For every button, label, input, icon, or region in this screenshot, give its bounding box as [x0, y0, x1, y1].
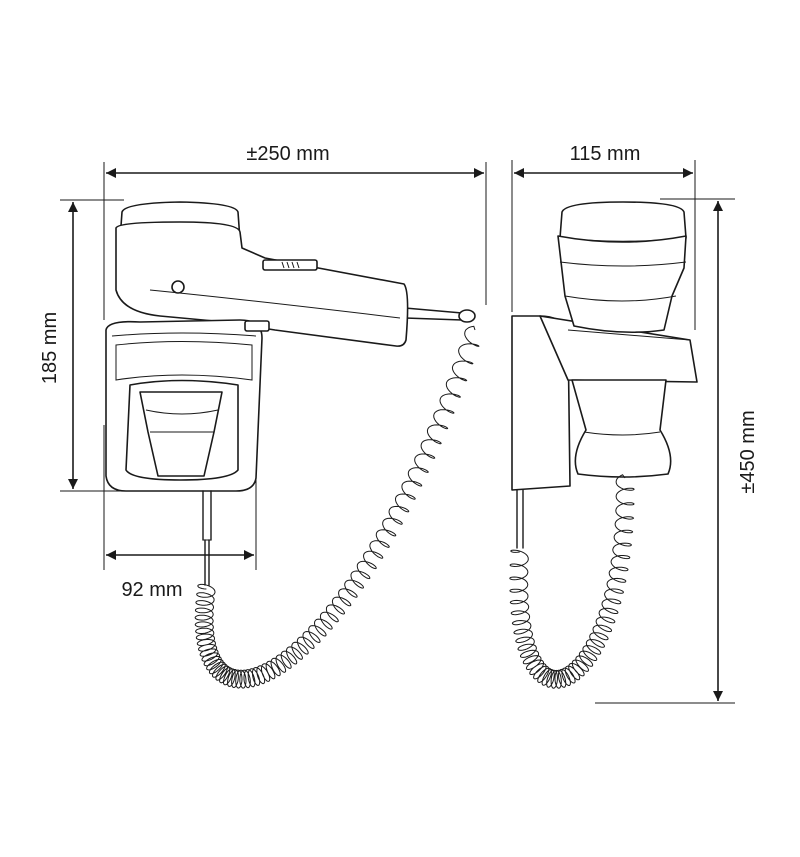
dim-width-total: ±250 mm — [246, 143, 329, 165]
side-view: 115 mm ±450 mm — [509, 143, 759, 704]
front-view: ±250 mm 185 mm 92 mm — [39, 143, 487, 689]
dim-depth-side: 115 mm — [570, 143, 641, 165]
dim-height-holder: 185 mm — [39, 312, 61, 384]
dim-height-total: ±450 mm — [737, 410, 759, 493]
dim-width-holder: 92 mm — [121, 579, 182, 601]
